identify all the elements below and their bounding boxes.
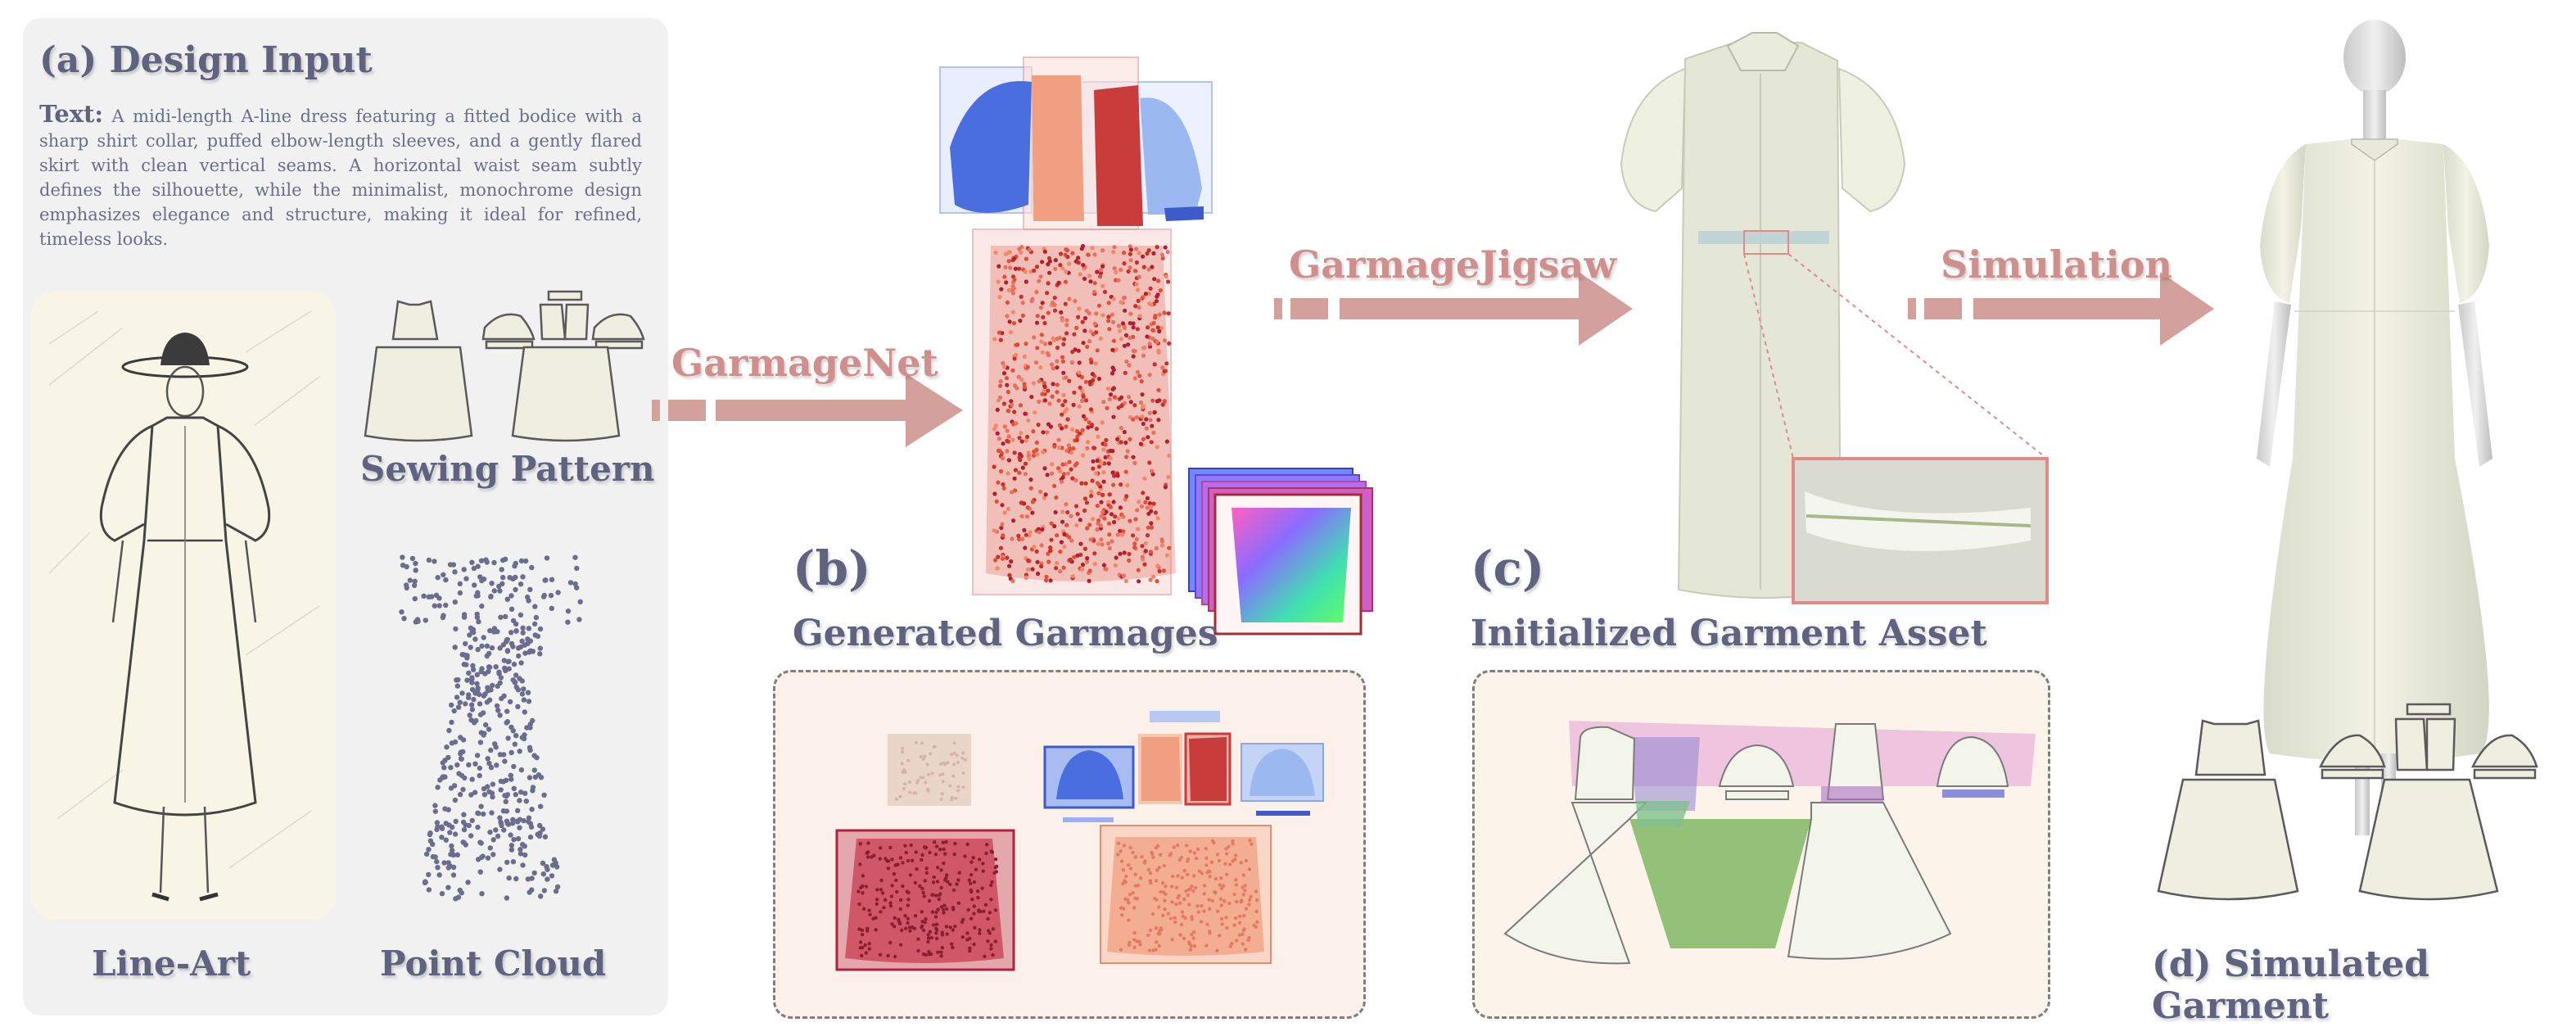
initialized-garment-caption: Initialized Garment Asset [1471,613,1987,654]
garmagejigsaw-label: GarmageJigsaw [1289,242,1616,287]
simulated-garment-avatar [2257,20,2492,835]
point-cloud-graphic [399,554,583,902]
garmage-3d-boxes [939,57,1213,595]
generated-garmages-caption: Generated Garmages [793,613,1218,654]
panel-c-letter: (c) [1471,541,1545,596]
initialized-garment-panel [1472,670,2050,1019]
line-art-card [31,291,336,920]
arrow-garmagenet [652,373,963,447]
line-art-label: Line-Art [92,943,251,984]
arrow-garmagejigsaw [1274,272,1633,346]
panel-b-letter: (b) [793,541,871,596]
design-input-heading: (a) Design Input [39,39,373,81]
sewing-pattern-label: Sewing Pattern [360,449,655,489]
garmagenet-label: GarmageNet [671,341,938,385]
simulated-garment-caption: (d) Simulated Garment [2152,943,2430,1027]
simulated-garment-pattern [2157,703,2538,901]
initialized-garment-3d [1620,32,2049,604]
garmage-image-stack [1188,468,1373,636]
arrow-simulation [1908,272,2214,346]
text-body: A midi-length A-line dress featuring a f… [39,106,642,249]
design-text-description: Text: A midi-length A-line dress featuri… [39,102,642,251]
point-cloud-label: Point Cloud [380,943,607,984]
text-label: Text: [39,100,104,128]
generated-garmages-panel [773,670,1366,1019]
sewing-pattern-graphic [364,290,645,442]
simulation-label: Simulation [1941,242,2172,287]
